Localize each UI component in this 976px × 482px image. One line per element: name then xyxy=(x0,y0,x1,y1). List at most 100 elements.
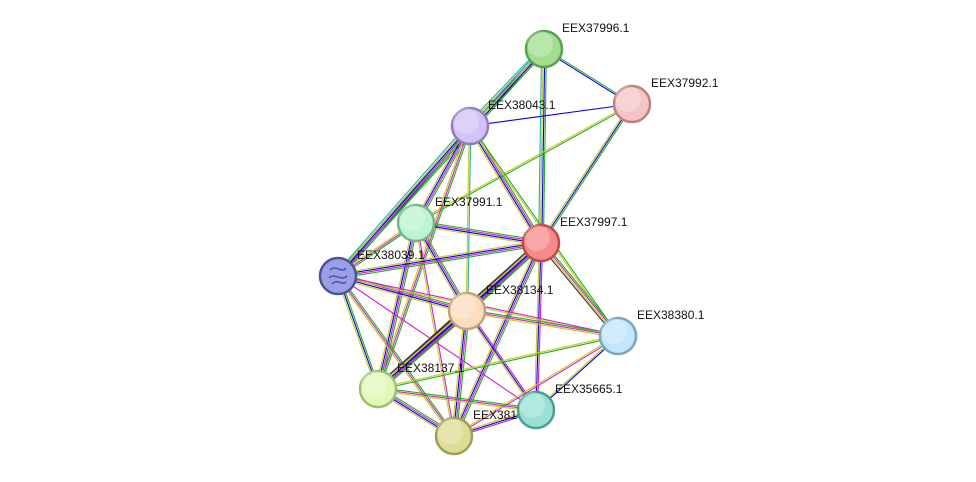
edge-line xyxy=(335,276,378,390)
edge-line xyxy=(466,310,619,337)
edge-line xyxy=(338,274,456,436)
node-EEX35665.1[interactable]: EEX35665.1 xyxy=(516,382,623,430)
edge-line xyxy=(336,276,454,438)
edge-line xyxy=(452,242,541,436)
node-label: EEX37997.1 xyxy=(560,215,628,229)
node-EEX38137.1[interactable]: EEX38137.1 xyxy=(358,361,465,409)
node-label: EEX37996.1 xyxy=(562,21,630,35)
edge-line xyxy=(539,48,544,243)
protein-structure-icon xyxy=(328,267,348,285)
edge-line xyxy=(377,125,471,390)
edge-line xyxy=(415,223,541,245)
edge-line xyxy=(378,311,469,391)
edge-line xyxy=(337,275,379,390)
edge-line xyxy=(335,123,469,275)
node-label: EEX38134.1 xyxy=(486,283,554,297)
edge-line xyxy=(414,223,454,437)
node-label: EEX38043.1 xyxy=(488,98,556,112)
node-EEX38134.1[interactable]: EEX38134.1 xyxy=(447,283,554,331)
node-circle xyxy=(447,291,487,331)
edge-line xyxy=(454,336,619,438)
edge-line xyxy=(542,49,547,244)
edge-line xyxy=(466,312,618,339)
node-highlight xyxy=(524,225,550,251)
node-circle xyxy=(612,84,652,124)
edge-EEX37997.1-EEX38039.1 xyxy=(337,240,542,279)
edge-EEX38043.1-EEX37992.1 xyxy=(469,103,633,127)
edge-line xyxy=(378,223,418,390)
node-circle xyxy=(521,223,561,263)
edge-line xyxy=(339,127,473,279)
edge-line xyxy=(538,244,617,338)
node-EEX37991.1[interactable]: EEX37991.1 xyxy=(396,195,503,243)
node-highlight xyxy=(437,418,463,444)
node-EEX37997.1[interactable]: EEX37997.1 xyxy=(521,215,628,263)
edge-line xyxy=(455,243,544,438)
edge-line xyxy=(541,104,634,245)
edge-line xyxy=(415,224,541,246)
edge-line xyxy=(379,223,419,390)
node-EEX37992.1[interactable]: EEX37992.1 xyxy=(612,76,719,124)
edge-line xyxy=(453,334,618,436)
edge-EEX38380.1-EEX38137.1 xyxy=(377,334,619,391)
edge-line xyxy=(375,308,466,388)
edge-EEX38380.1-EEX381 xyxy=(453,334,619,438)
edge-line xyxy=(337,277,467,314)
edge-line xyxy=(540,103,633,244)
edge-line xyxy=(535,242,542,411)
node-circle xyxy=(396,203,436,243)
edge-line xyxy=(465,125,470,311)
node-EEX38039.1[interactable]: EEX38039.1 xyxy=(318,248,425,296)
edge-EEX37991.1-EEX38137.1 xyxy=(375,222,419,390)
node-circle xyxy=(598,316,638,356)
edge-line xyxy=(338,126,472,278)
edge-line xyxy=(376,309,467,389)
edge-line xyxy=(468,126,541,244)
edge-EEX38134.1-EEX381 xyxy=(451,310,470,437)
edge-line xyxy=(378,336,619,391)
node-label: EEX381 xyxy=(473,408,517,422)
edge-line xyxy=(337,241,541,276)
node-circle xyxy=(516,390,556,430)
edge-EEX38134.1-EEX38380.1 xyxy=(466,308,619,339)
node-highlight xyxy=(615,86,641,112)
node-highlight xyxy=(527,31,553,57)
edge-line xyxy=(467,308,619,335)
edge-line xyxy=(338,243,542,278)
edge-line xyxy=(337,276,467,313)
node-circle xyxy=(318,256,358,296)
edge-EEX38137.1-EEX35665.1 xyxy=(377,386,537,413)
edge-EEX37997.1-EEX35665.1 xyxy=(533,242,544,411)
edge-line xyxy=(469,103,633,127)
node-label: EEX37992.1 xyxy=(651,76,719,90)
edge-line xyxy=(455,311,470,437)
edge-EEX38043.1-EEX38134.1 xyxy=(465,125,472,312)
edge-line xyxy=(467,126,472,312)
edge-line xyxy=(415,102,632,223)
node-EEX381[interactable]: EEX381 xyxy=(434,408,517,456)
edge-line xyxy=(541,242,620,336)
edge-line xyxy=(533,242,540,410)
node-highlight xyxy=(601,318,627,344)
node-EEX37996.1[interactable]: EEX37996.1 xyxy=(524,21,630,69)
edge-line xyxy=(454,311,469,437)
edge-EEX38039.1-EEX35665.1 xyxy=(337,275,537,411)
node-highlight xyxy=(399,205,425,231)
edge-line xyxy=(338,244,542,279)
edge-line xyxy=(379,312,470,392)
edge-EEX38134.1-EEX38137.1 xyxy=(375,308,470,392)
node-EEX38380.1[interactable]: EEX38380.1 xyxy=(598,308,705,356)
edge-line xyxy=(416,220,542,242)
node-label: EEX38137.1 xyxy=(397,361,465,375)
edge-line xyxy=(541,49,546,244)
edge-line xyxy=(378,386,537,409)
node-EEX38043.1[interactable]: EEX38043.1 xyxy=(450,98,556,146)
edge-line xyxy=(337,275,537,411)
edge-line xyxy=(539,243,618,337)
edge-EEX37996.1-EEX37997.1 xyxy=(538,48,547,244)
node-highlight xyxy=(450,293,476,319)
edge-line xyxy=(451,310,466,436)
node-highlight xyxy=(453,108,479,134)
edge-line xyxy=(336,124,470,276)
